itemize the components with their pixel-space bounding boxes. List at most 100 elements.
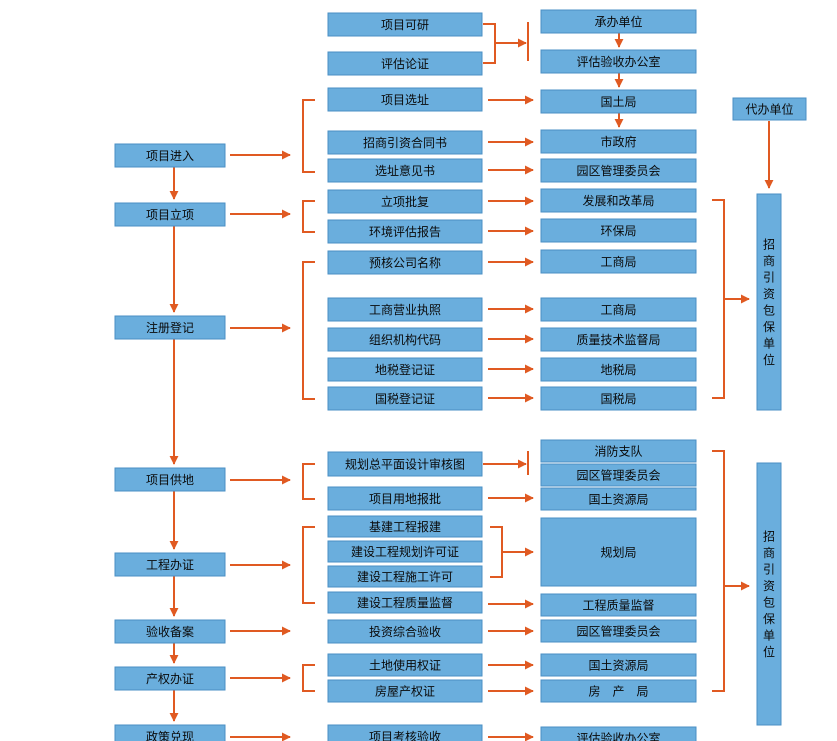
- bracket-12: [302, 261, 315, 400]
- step-s5: 工程办证: [114, 552, 226, 577]
- agency-a2-label: 评估验收办公室: [576, 54, 660, 69]
- item-i4-label: 招商引资合同书: [363, 135, 447, 150]
- side-d2-label: 招商引资包保单位: [763, 237, 775, 367]
- side-d3-label: 招商引资包保单位: [763, 529, 775, 659]
- item-i21-label: 房屋产权证: [375, 684, 435, 699]
- item-i21: 房屋产权证: [327, 679, 483, 703]
- item-i14: 项目用地报批: [327, 486, 483, 511]
- item-i10: 组织机构代码: [327, 327, 483, 352]
- agency-a5: 园区管理委员会: [540, 158, 697, 183]
- item-i14-label: 项目用地报批: [369, 491, 441, 506]
- item-i12: 国税登记证: [327, 386, 483, 411]
- agency-a19-label: 国土资源局: [588, 659, 648, 673]
- side-d1: 代办单位: [732, 97, 807, 121]
- item-i17-label: 建设工程施工许可: [357, 569, 453, 584]
- step-s3: 注册登记: [114, 315, 226, 340]
- item-i20-label: 土地使用权证: [369, 658, 441, 673]
- agency-a12-label: 国税局: [600, 392, 636, 406]
- agency-a8: 工商局: [540, 249, 697, 274]
- item-i6-label: 立项批复: [381, 194, 429, 209]
- item-i20: 土地使用权证: [327, 653, 483, 677]
- bracket-46: [490, 526, 503, 578]
- agency-a1-label: 承办单位: [594, 14, 642, 29]
- agency-a7-label: 环保局: [600, 224, 636, 238]
- agency-a19: 国土资源局: [540, 653, 697, 677]
- item-i7: 环境评估报告: [327, 219, 483, 244]
- step-s7-label: 产权办证: [146, 671, 194, 686]
- step-s2: 项目立项: [114, 202, 226, 227]
- item-i3-label: 项目选址: [381, 93, 429, 107]
- item-i5-label: 选址意见书: [375, 163, 435, 178]
- agency-a3-label: 国土局: [600, 95, 636, 109]
- step-s4: 项目供地: [114, 467, 226, 492]
- item-i15-label: 基建工程报建: [369, 519, 441, 534]
- agency-a11-label: 地税局: [600, 363, 636, 377]
- step-s8-label: 政策兑现: [146, 730, 194, 741]
- agency-a18: 园区管理委员会: [540, 619, 697, 643]
- agency-a9: 工商局: [540, 297, 697, 322]
- item-i18-label: 建设工程质量监督: [357, 595, 453, 610]
- item-i9: 工商营业执照: [327, 297, 483, 322]
- agency-a14: 园区管理委员会: [540, 463, 697, 487]
- item-i16: 建设工程规划许可证: [327, 540, 483, 563]
- step-s1: 项目进入: [114, 143, 226, 168]
- item-i3: 项目选址: [327, 87, 483, 112]
- step-s7: 产权办证: [114, 666, 226, 691]
- item-i22: 项目考核验收: [327, 724, 483, 741]
- agency-a10-label: 质量技术监督局: [576, 332, 660, 347]
- bracket-14: [302, 463, 315, 500]
- item-i11: 地税登记证: [327, 357, 483, 382]
- item-i6: 立项批复: [327, 189, 483, 214]
- item-i13: 规划总平面设计审核图: [327, 451, 483, 477]
- bracket-19: [302, 664, 315, 692]
- step-s3-label: 注册登记: [146, 320, 194, 335]
- agency-a1: 承办单位: [540, 9, 697, 34]
- agency-a6-label: 发展和改革局: [582, 193, 654, 208]
- item-i16-label: 建设工程规划许可证: [351, 544, 459, 559]
- bracket-21: [483, 23, 496, 64]
- item-i1-label: 项目可研: [381, 18, 429, 32]
- agency-a20-label: 房 产 局: [588, 684, 648, 699]
- bracket-48: [712, 199, 725, 399]
- item-i8: 预核公司名称: [327, 250, 483, 275]
- agency-a21: 评估验收办公室: [540, 726, 697, 741]
- side-d2: 招商引资包保单位: [756, 193, 782, 411]
- item-i18: 建设工程质量监督: [327, 591, 483, 614]
- item-i2: 评估论证: [327, 51, 483, 76]
- agency-a17: 工程质量监督: [540, 593, 697, 617]
- agency-a5-label: 园区管理委员会: [576, 163, 660, 178]
- item-i17: 建设工程施工许可: [327, 565, 483, 588]
- step-s1-label: 项目进入: [146, 149, 194, 163]
- item-i2-label: 评估论证: [381, 57, 429, 71]
- step-s4-label: 项目供地: [146, 473, 194, 487]
- item-i19: 投资综合验收: [327, 619, 483, 644]
- agency-a4-label: 市政府: [600, 134, 636, 149]
- step-s6-label: 验收备案: [146, 624, 194, 639]
- side-d3: 招商引资包保单位: [756, 462, 782, 726]
- agency-a8-label: 工商局: [600, 254, 636, 269]
- item-i7-label: 环境评估报告: [369, 224, 441, 239]
- item-i5: 选址意见书: [327, 158, 483, 183]
- agency-a10: 质量技术监督局: [540, 327, 697, 352]
- bracket-8: [302, 99, 315, 173]
- agency-a18-label: 园区管理委员会: [576, 624, 660, 639]
- agency-a16-label: 规划局: [600, 545, 636, 560]
- connector-lines: [169, 22, 774, 741]
- bracket-16: [302, 526, 315, 604]
- item-i9-label: 工商营业执照: [369, 302, 441, 317]
- agency-a7: 环保局: [540, 218, 697, 243]
- agency-a20: 房 产 局: [540, 679, 697, 703]
- agency-a4: 市政府: [540, 129, 697, 154]
- agency-a6: 发展和改革局: [540, 188, 697, 213]
- agency-a9-label: 工商局: [600, 302, 636, 317]
- step-s5-label: 工程办证: [146, 557, 194, 572]
- item-i13-label: 规划总平面设计审核图: [345, 457, 465, 472]
- agency-a12: 国税局: [540, 386, 697, 411]
- item-i22-label: 项目考核验收: [369, 729, 441, 741]
- step-s8: 政策兑现: [114, 724, 226, 741]
- step-s6: 验收备案: [114, 619, 226, 644]
- agency-a2: 评估验收办公室: [540, 49, 697, 74]
- agency-a3: 国土局: [540, 89, 697, 114]
